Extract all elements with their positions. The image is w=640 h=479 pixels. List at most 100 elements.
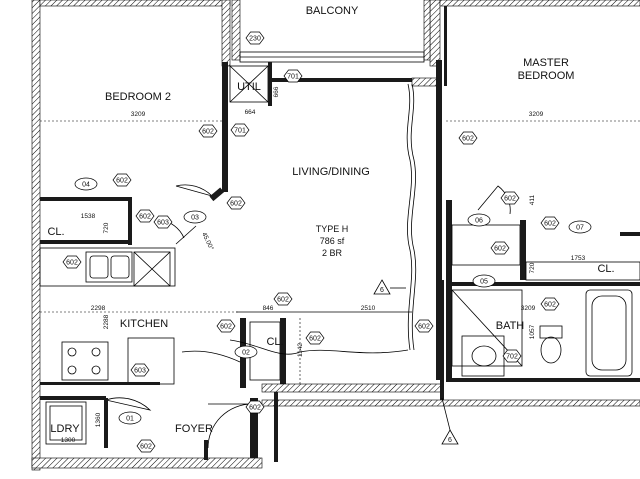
bottom-exterior-wall	[31, 457, 263, 469]
dim-laundry-depth: 1360	[95, 412, 102, 427]
master-closet-right	[520, 220, 526, 280]
hex-tag-label: 701	[234, 128, 246, 135]
dw-x2	[133, 251, 171, 287]
bath-bottom-wall	[446, 378, 640, 382]
master-top-wall	[439, 0, 640, 7]
door-tag-d07: 07	[568, 220, 592, 234]
hex-tag-label: 602	[249, 405, 261, 412]
range-stove	[61, 341, 109, 381]
corridor-left	[274, 392, 278, 462]
master-left-inner	[444, 6, 447, 86]
toilet-bowl	[540, 336, 562, 364]
closet-door-arc	[181, 350, 241, 363]
hex-tag-t602m: 602	[540, 216, 560, 230]
washer	[45, 401, 87, 445]
kitchen-counter	[39, 247, 176, 287]
dim-master-width: 3209	[529, 111, 544, 118]
dim-living-depth: 2510	[361, 305, 376, 312]
dim-master-door: 411	[529, 194, 536, 205]
hex-tag-label: 602	[202, 129, 214, 136]
bath-top-wall	[446, 282, 640, 286]
column-left-balcony	[221, 0, 231, 67]
dim-closet-depth: 720	[103, 222, 110, 233]
hex-tag-label: 602	[494, 246, 506, 253]
hex-tag-t702: 702	[502, 349, 522, 363]
door-tag-d01: 01	[118, 411, 142, 425]
burner-3	[67, 365, 77, 375]
living-top-wall	[272, 78, 412, 82]
lavatory	[471, 345, 497, 367]
room-label-kitchen: KITCHEN	[120, 318, 168, 330]
left-exterior-wall	[31, 0, 41, 471]
corridor-wall	[261, 383, 443, 393]
foyer-wall-bottom	[204, 440, 208, 460]
entry-door-wall	[250, 398, 258, 458]
hex-tag-group: 230 701 701 602 602 602 602 602 602 602 602 602 602 6…	[62, 31, 560, 453]
closet-bottom-wall	[40, 240, 132, 244]
hex-tag-label: 602	[309, 336, 321, 343]
hex-tag-t230: 230	[245, 31, 265, 45]
door-tag-d03: 03	[183, 210, 207, 224]
hex-tag-label: 701	[287, 74, 299, 81]
dim-kitchen-depth: 2288	[103, 314, 110, 329]
laundry-top-wall	[40, 396, 106, 400]
hex-tag-t602i: 602	[305, 331, 325, 345]
room-label-bedroom2: BEDROOM 2	[105, 91, 171, 103]
bath-left-wall	[440, 280, 444, 400]
dim-closet-center-depth: 1142	[297, 343, 304, 357]
unit-beds: 2 BR	[322, 248, 343, 258]
kitchen-bottom-counter	[40, 382, 160, 385]
hex-tag-t602p: 602	[136, 439, 156, 453]
hex-tag-t701b: 701	[230, 123, 250, 137]
door-tag-label: 07	[576, 225, 584, 232]
room-label-master-line2: BEDROOM	[518, 70, 575, 82]
living-curtain-right	[406, 83, 413, 351]
hex-tag-t602a: 602	[198, 124, 218, 138]
hex-tag-label: 602	[140, 444, 152, 451]
bathtub-inner	[591, 295, 627, 371]
vanity	[461, 335, 505, 377]
hex-tag-t602c: 602	[112, 173, 132, 187]
room-label-ldry: LDRY	[50, 423, 80, 435]
hex-tag-label: 602	[504, 196, 516, 203]
burner-1	[67, 347, 77, 357]
util-x2	[229, 65, 269, 103]
burner-2	[91, 347, 101, 357]
revision-number-1: 6	[380, 287, 384, 294]
door-tag-d06: 06	[467, 213, 491, 227]
hex-tag-label: 602	[139, 214, 151, 221]
dim-master-closet-depth: 720	[529, 262, 536, 273]
bedroom2-bottom-wall	[40, 197, 130, 201]
hex-tag-label: 603	[157, 220, 169, 227]
util-right-wall	[268, 62, 272, 106]
dim-bath-width: 3209	[521, 305, 536, 312]
hex-tag-label: 603	[134, 368, 146, 375]
hex-tag-t603a: 603	[153, 215, 173, 229]
dim-closet-center-width: 846	[263, 305, 274, 312]
hex-tag-t602h: 602	[216, 319, 236, 333]
door-tag-label: 06	[475, 218, 483, 225]
laundry-door-swing	[105, 397, 152, 411]
kitchen-sink	[85, 251, 133, 283]
toilet-tank	[539, 325, 563, 339]
hex-tag-label: 602	[230, 201, 242, 208]
room-label-closet-right: CL.	[597, 263, 614, 275]
unit-area: 786 sf	[320, 236, 345, 246]
dim-master-closet: 1753	[571, 255, 586, 262]
revision-triangle-1	[373, 279, 391, 295]
burner-4	[91, 365, 101, 375]
center-closet-right-wall	[280, 318, 286, 388]
hex-tag-t602g: 602	[273, 292, 293, 306]
room-label-util: UTIL	[237, 81, 261, 93]
room-label-bath: BATH	[496, 320, 525, 332]
door-tag-label: 05	[480, 279, 488, 286]
balcony-left-post	[231, 0, 241, 61]
refrigerator	[127, 337, 175, 385]
dim-angle: 45.00°	[200, 231, 215, 252]
dim-laundry-width: 1300	[61, 437, 76, 444]
door-tag-d04: 04	[74, 177, 98, 191]
hex-tag-label: 602	[418, 324, 430, 331]
hex-tag-label: 602	[462, 136, 474, 143]
